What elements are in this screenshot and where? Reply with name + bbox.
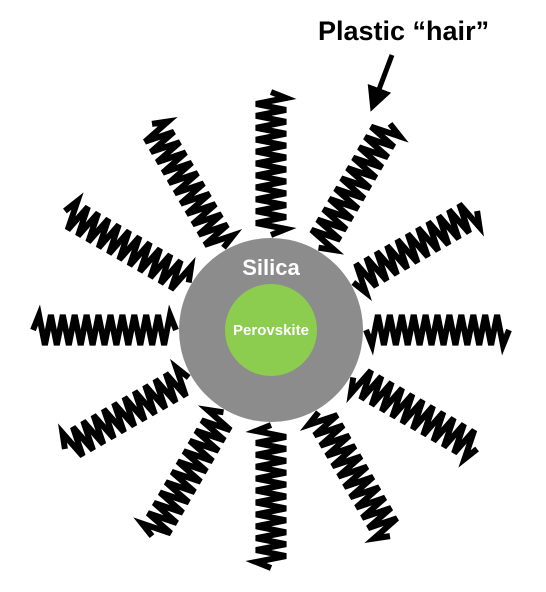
perovskite-label: Perovskite <box>233 322 309 339</box>
hair-strand <box>58 358 191 458</box>
hair-strand <box>143 117 243 250</box>
hair-strand <box>309 122 409 255</box>
plastic-hair-strands <box>30 89 512 571</box>
hair-strand <box>133 405 233 538</box>
hair-strand <box>245 422 287 571</box>
plastic-hair-label: Plastic “hair” <box>318 16 490 46</box>
silica-label: Silica <box>242 255 300 280</box>
hair-strand <box>299 410 399 543</box>
hair-strand <box>30 304 179 346</box>
hair-pointer-arrow <box>367 54 395 112</box>
hair-strand <box>255 89 297 238</box>
hair-strand <box>363 314 512 356</box>
hair-strand <box>346 368 479 468</box>
hair-strand <box>63 192 196 292</box>
perovskite-core <box>225 284 317 376</box>
hair-strand <box>351 202 484 302</box>
